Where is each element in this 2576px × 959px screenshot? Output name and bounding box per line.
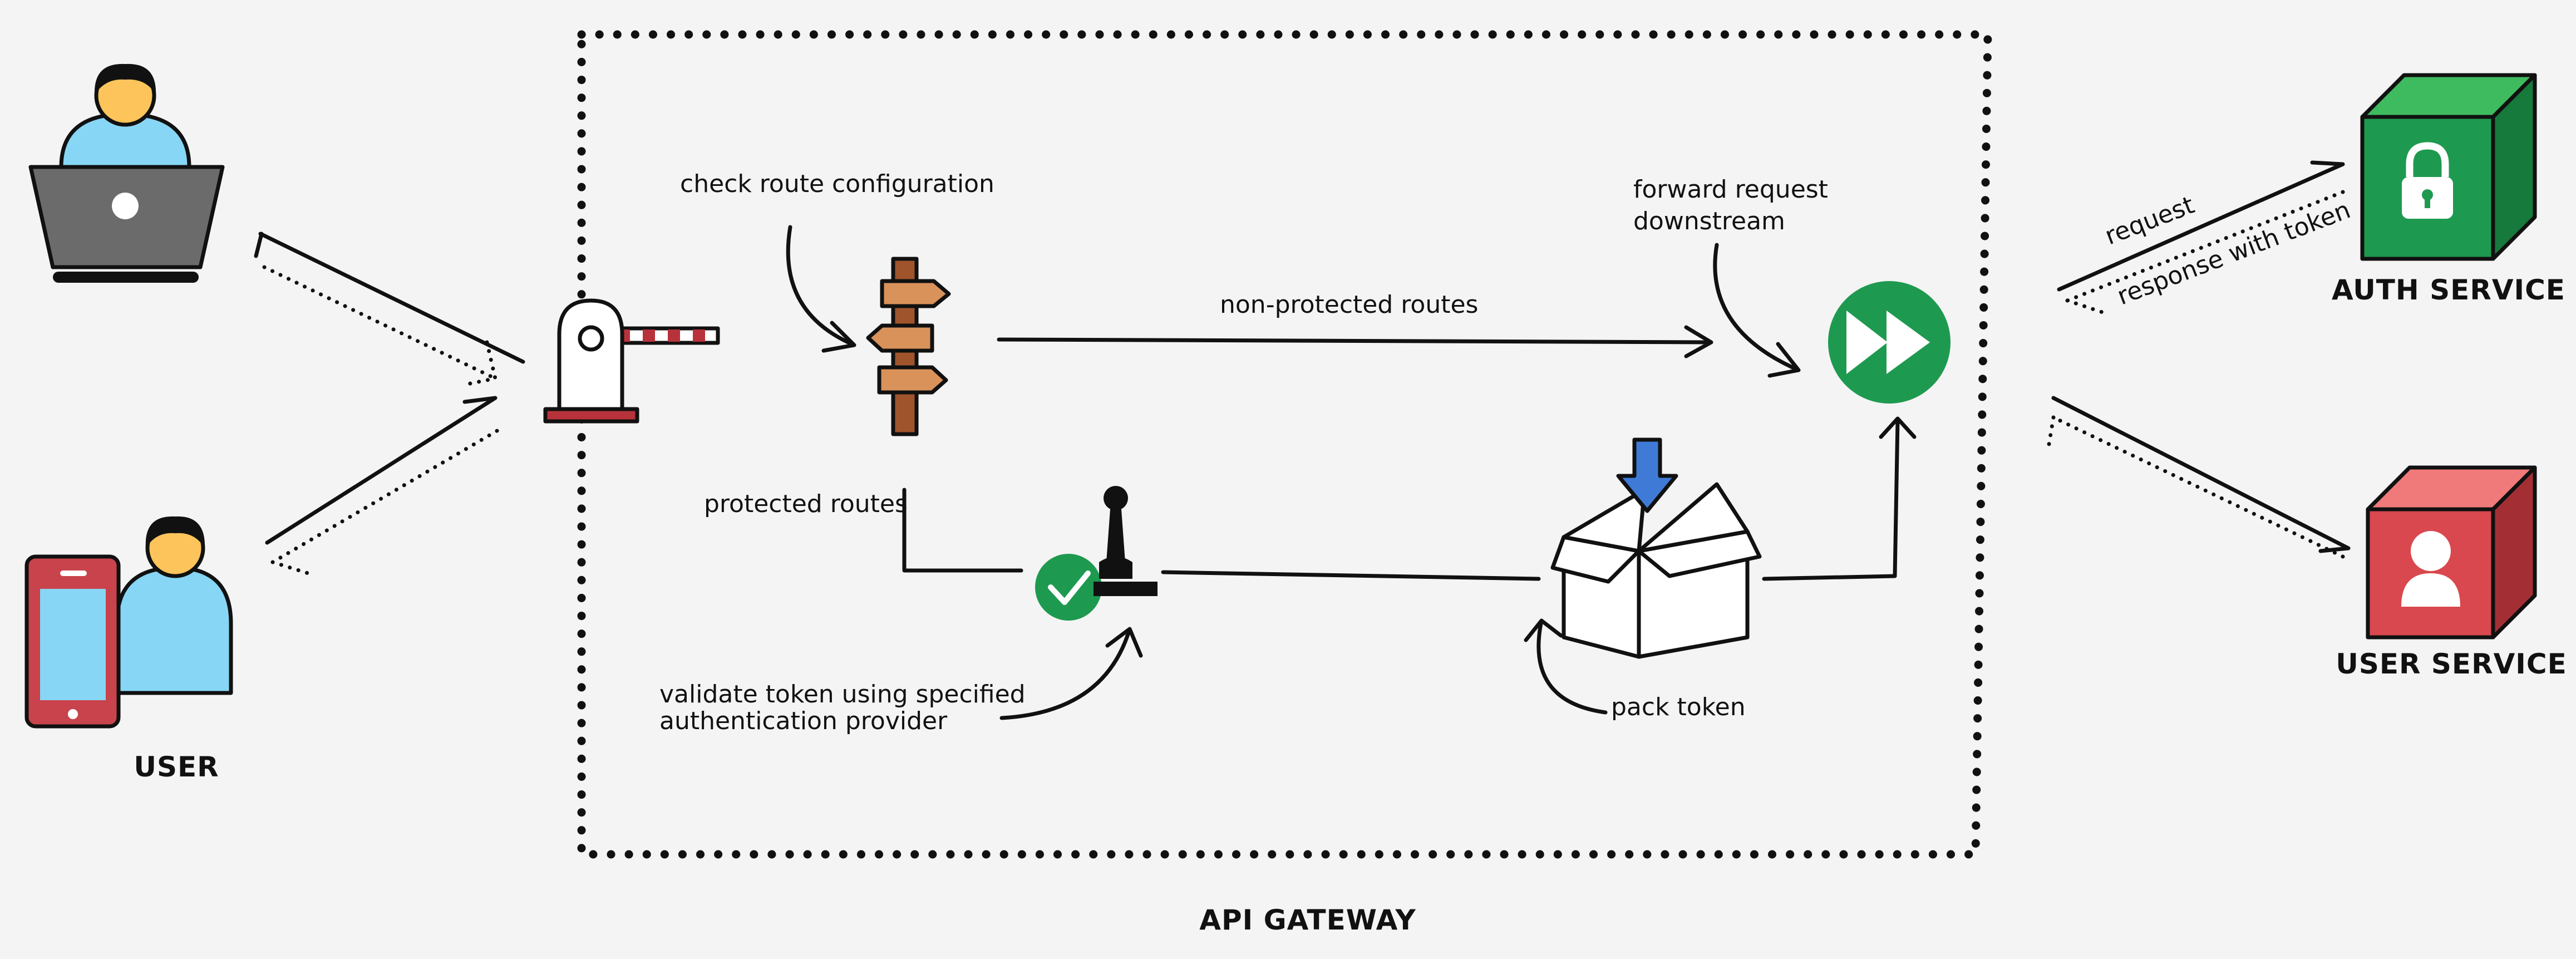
phone-user-body (115, 565, 233, 695)
user-service-cube (2366, 465, 2537, 640)
check-route-annotation: check route configuration (680, 170, 994, 198)
protected-annotation: protected routes (704, 490, 908, 518)
phone-user-hair (145, 516, 205, 548)
barrier-gate-icon (543, 298, 720, 424)
phone-home-button (68, 709, 78, 719)
signpost-icon (866, 257, 951, 436)
api-gateway-boundary (577, 30, 1992, 859)
phone-user-icon (24, 516, 233, 729)
box-top-left (1562, 488, 1647, 553)
validate-annotation-line1: validate token using specified (659, 680, 1026, 709)
phone-speaker (60, 571, 87, 576)
box-icon (1550, 482, 1762, 659)
laptop-user-icon (28, 63, 225, 283)
auth-to-gateway-response (2065, 190, 2345, 317)
user-gateway-arrows (254, 232, 525, 577)
phone-screen (40, 589, 106, 700)
laptop-base (53, 272, 199, 283)
non-protected-annotation: non-protected routes (1220, 291, 1478, 319)
validate-annotation-line2: authentication provider (659, 707, 948, 735)
pack-token-annotation: pack token (1611, 693, 1746, 721)
validate-arrow (999, 627, 1143, 720)
barrier-pivot (578, 325, 604, 352)
box-to-forward-line (1762, 416, 1917, 581)
forward-annotation-line1: forward request (1633, 175, 1828, 204)
person-icon (2401, 531, 2460, 607)
pack-token-arrow (1524, 618, 1608, 715)
check-route-arrow (786, 225, 856, 353)
signpost-sign-3 (877, 365, 948, 395)
gateway-to-user-service (2051, 396, 2351, 553)
checkmark-icon (1035, 554, 1102, 621)
user-label: USER (134, 751, 219, 783)
protected-route-line (902, 488, 1023, 573)
laptop-logo (112, 193, 139, 219)
forward-annotation-line2: downstream (1633, 207, 1785, 235)
api-gateway-label: API GATEWAY (1199, 904, 1416, 936)
signpost-sign-1 (880, 279, 951, 308)
lock-icon (2402, 142, 2453, 219)
user-service-label: USER SERVICE (2336, 648, 2567, 680)
box-top-right (1637, 482, 1750, 553)
gateway-to-auth-request (2057, 160, 2345, 292)
stamp-icon (1094, 486, 1158, 596)
user-service-to-gateway (2046, 415, 2345, 559)
stamp-to-box-line (1161, 570, 1541, 581)
request-annotation: request (2101, 191, 2198, 251)
fast-forward-icon (1828, 281, 1951, 404)
non-protected-arrow (997, 325, 1713, 358)
down-arrow-icon (1616, 437, 1678, 513)
barrier-base (543, 407, 639, 424)
forward-arrow (1713, 243, 1801, 378)
barrier-post (557, 298, 624, 411)
laptop-user-hair (94, 63, 156, 95)
auth-service-label: AUTH SERVICE (2332, 274, 2565, 306)
signpost-sign-2 (866, 323, 934, 353)
